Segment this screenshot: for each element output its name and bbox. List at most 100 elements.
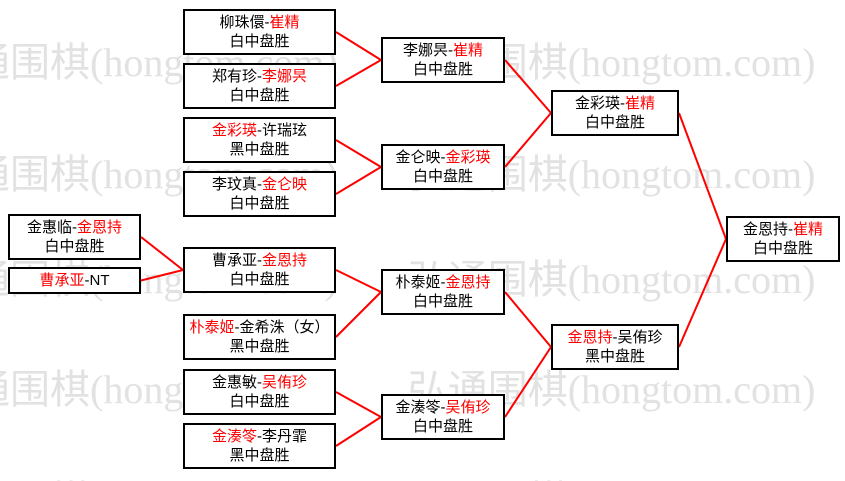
- player-1: 李娜昗: [402, 42, 448, 59]
- match-result: 白中盘胜: [412, 61, 473, 78]
- player-1: 金恩持: [567, 329, 613, 346]
- player-separator: -: [612, 329, 618, 346]
- player-separator: -: [264, 14, 270, 31]
- player-2: NT: [89, 272, 110, 289]
- player-separator: -: [257, 122, 262, 139]
- player-2: 金希洙（女）: [239, 319, 330, 336]
- player-2: 金恩持: [445, 274, 491, 291]
- player-1: 金惠敏: [211, 374, 257, 391]
- match-box: 郑有珍-李娜昗 白中盘胜: [183, 63, 336, 109]
- match-players: 金惠临-金恩持: [13, 218, 136, 237]
- player-separator: -: [257, 68, 262, 85]
- match-players: 金湊笭-李丹霏: [188, 427, 331, 446]
- player-1: 李玟真: [211, 176, 257, 193]
- match-players: 李娜昗-崔精: [386, 41, 500, 60]
- player-1: 金彩瑛: [211, 122, 257, 139]
- match-players: 金仑映-金彩瑛: [386, 148, 500, 167]
- match-result: 白中盘胜: [229, 33, 290, 50]
- player-separator: -: [257, 374, 262, 391]
- match-box: 李玟真-金仑映 白中盘胜: [183, 171, 336, 217]
- player-separator: -: [620, 95, 625, 112]
- player-separator: -: [84, 272, 90, 289]
- match-box: 金仑映-金彩瑛 白中盘胜: [381, 144, 505, 190]
- player-2: 金仑映: [262, 176, 308, 193]
- match-players: 曹承亚-NT: [13, 271, 136, 290]
- player-separator: -: [234, 319, 240, 336]
- player-1: 金仑映: [395, 149, 441, 166]
- match-result: 白中盘胜: [229, 271, 290, 288]
- match-result: 黑中盘胜: [229, 447, 290, 464]
- match-box: 金惠临-金恩持 白中盘胜: [8, 214, 141, 260]
- match-box: 李娜昗-崔精 白中盘胜: [381, 37, 505, 83]
- match-players: 朴泰姬-金恩持: [386, 273, 500, 292]
- match-players: 金湊笭-吴侑珍: [386, 398, 500, 417]
- player-2: 金彩瑛: [445, 149, 491, 166]
- player-1: 郑有珍: [211, 68, 257, 85]
- match-players: 金惠敏-吴侑珍: [188, 373, 331, 392]
- player-1: 曹承亚: [211, 252, 257, 269]
- player-2: 吴侑珍: [262, 374, 308, 391]
- match-result: 白中盘胜: [412, 293, 473, 310]
- player-2: 崔精: [625, 95, 656, 112]
- match-box: 金彩瑛-许瑞玹 黑中盘胜: [183, 117, 336, 163]
- match-box: 金彩瑛-崔精 白中盘胜: [551, 90, 679, 136]
- match-result: 白中盘胜: [229, 393, 290, 410]
- match-players: 金彩瑛-崔精: [556, 94, 674, 113]
- match-box: 朴泰姬-金希洙（女） 黑中盘胜: [183, 314, 336, 360]
- player-2: 崔精: [793, 221, 824, 238]
- player-1: 金彩瑛: [574, 95, 620, 112]
- match-players: 朴泰姬-金希洙（女）: [188, 318, 331, 337]
- match-players: 曹承亚-金恩持: [188, 251, 331, 270]
- match-result: 白中盘胜: [229, 195, 290, 212]
- match-box: 曹承亚-NT: [8, 267, 141, 294]
- player-separator: -: [440, 399, 446, 416]
- player-1: 金湊笭: [211, 428, 257, 445]
- match-result: 黑中盘胜: [229, 338, 290, 355]
- player-separator: -: [448, 42, 453, 59]
- player-2: 李丹霏: [262, 428, 308, 445]
- match-box: 金惠敏-吴侑珍 白中盘胜: [183, 369, 336, 415]
- match-box: 金恩持-吴侑珍 黑中盘胜: [551, 324, 679, 370]
- match-result: 白中盘胜: [412, 168, 473, 185]
- match-box: 金湊笭-吴侑珍 白中盘胜: [381, 394, 505, 440]
- player-2: 崔精: [453, 42, 484, 59]
- player-1: 曹承亚: [39, 272, 85, 289]
- player-separator: -: [72, 219, 77, 236]
- player-separator: -: [440, 149, 446, 166]
- match-players: 金恩持-崔精: [731, 220, 835, 239]
- player-2: 许瑞玹: [262, 122, 308, 139]
- player-1: 柳珠儇: [219, 14, 265, 31]
- match-result: 白中盘胜: [229, 87, 290, 104]
- match-players: 李玟真-金仑映: [188, 175, 331, 194]
- player-1: 金恩持: [742, 221, 788, 238]
- match-box: 柳珠儇-崔精 白中盘胜: [183, 9, 336, 55]
- player-1: 朴泰姬: [395, 274, 441, 291]
- match-result: 白中盘胜: [584, 114, 645, 131]
- match-result: 黑中盘胜: [584, 348, 645, 365]
- player-separator: -: [257, 252, 262, 269]
- match-result: 白中盘胜: [44, 238, 105, 255]
- player-separator: -: [257, 176, 262, 193]
- match-box: 金湊笭-李丹霏 黑中盘胜: [183, 423, 336, 469]
- player-2: 崔精: [269, 14, 300, 31]
- player-1: 金惠临: [26, 219, 72, 236]
- player-2: 金恩持: [262, 252, 308, 269]
- player-1: 金湊笭: [395, 399, 441, 416]
- match-result: 黑中盘胜: [229, 141, 290, 158]
- match-players: 柳珠儇-崔精: [188, 13, 331, 32]
- match-players: 金彩瑛-许瑞玹: [188, 121, 331, 140]
- player-2: 李娜昗: [262, 68, 308, 85]
- match-box: 朴泰姬-金恩持 白中盘胜: [381, 269, 505, 315]
- match-box: 曹承亚-金恩持 白中盘胜: [183, 247, 336, 293]
- player-1: 朴泰姬: [189, 319, 235, 336]
- player-separator: -: [257, 428, 262, 445]
- player-2: 金恩持: [77, 219, 123, 236]
- match-result: 白中盘胜: [412, 418, 473, 435]
- match-players: 金恩持-吴侑珍: [556, 328, 674, 347]
- player-2: 吴侑珍: [617, 329, 663, 346]
- match-players: 郑有珍-李娜昗: [188, 67, 331, 86]
- match-result: 白中盘胜: [752, 240, 813, 257]
- player-separator: -: [440, 274, 446, 291]
